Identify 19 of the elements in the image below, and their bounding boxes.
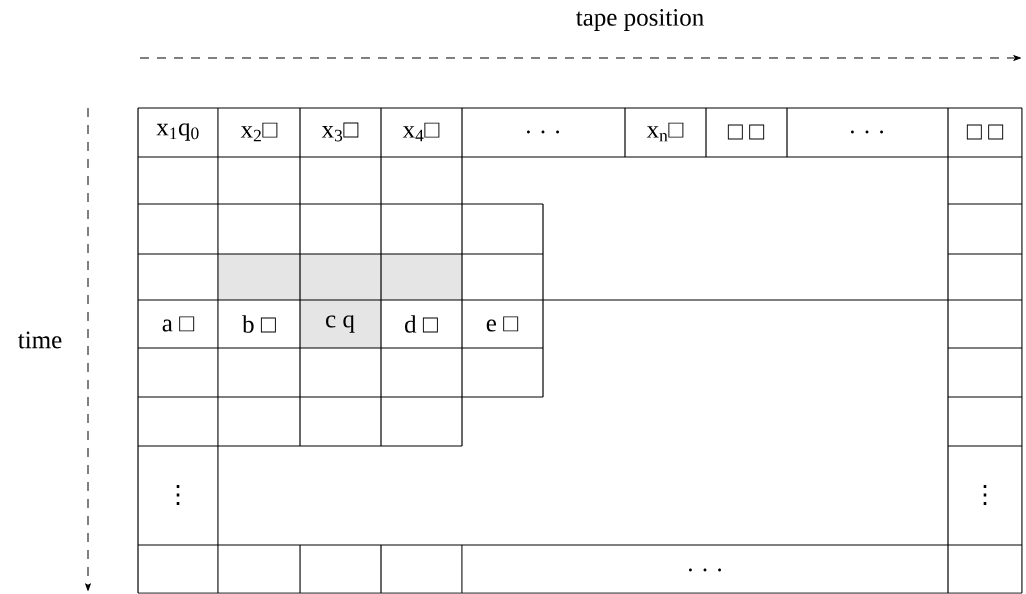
cell-text: b □ [242, 315, 276, 333]
cell-text: x$_{n}$□ [646, 122, 684, 142]
cell-text: □ □ [966, 124, 1004, 140]
cell-text: x$_{1}$q$_{0}$ [156, 123, 199, 141]
cell-text: □ □ [727, 124, 765, 140]
cell-text: a □ [162, 316, 195, 332]
cell-text: d □ [405, 315, 438, 333]
cell-text: x$_{3}$□ [321, 122, 359, 142]
ellipsis: . . . [526, 130, 560, 134]
axis-label: time [18, 331, 62, 349]
vertical-ellipsis: ⋮ [176, 484, 180, 506]
cell-text: x$_{2}$□ [240, 122, 278, 142]
axis-label: tape position [576, 9, 704, 31]
cell-text: e □ [486, 316, 519, 332]
cell-text: c q [326, 315, 355, 333]
vertical-ellipsis: ⋮ [983, 484, 987, 506]
ellipsis: . . . [850, 130, 884, 134]
cell-text: x$_{4}$□ [402, 122, 440, 142]
ellipsis: . . . [688, 568, 722, 572]
